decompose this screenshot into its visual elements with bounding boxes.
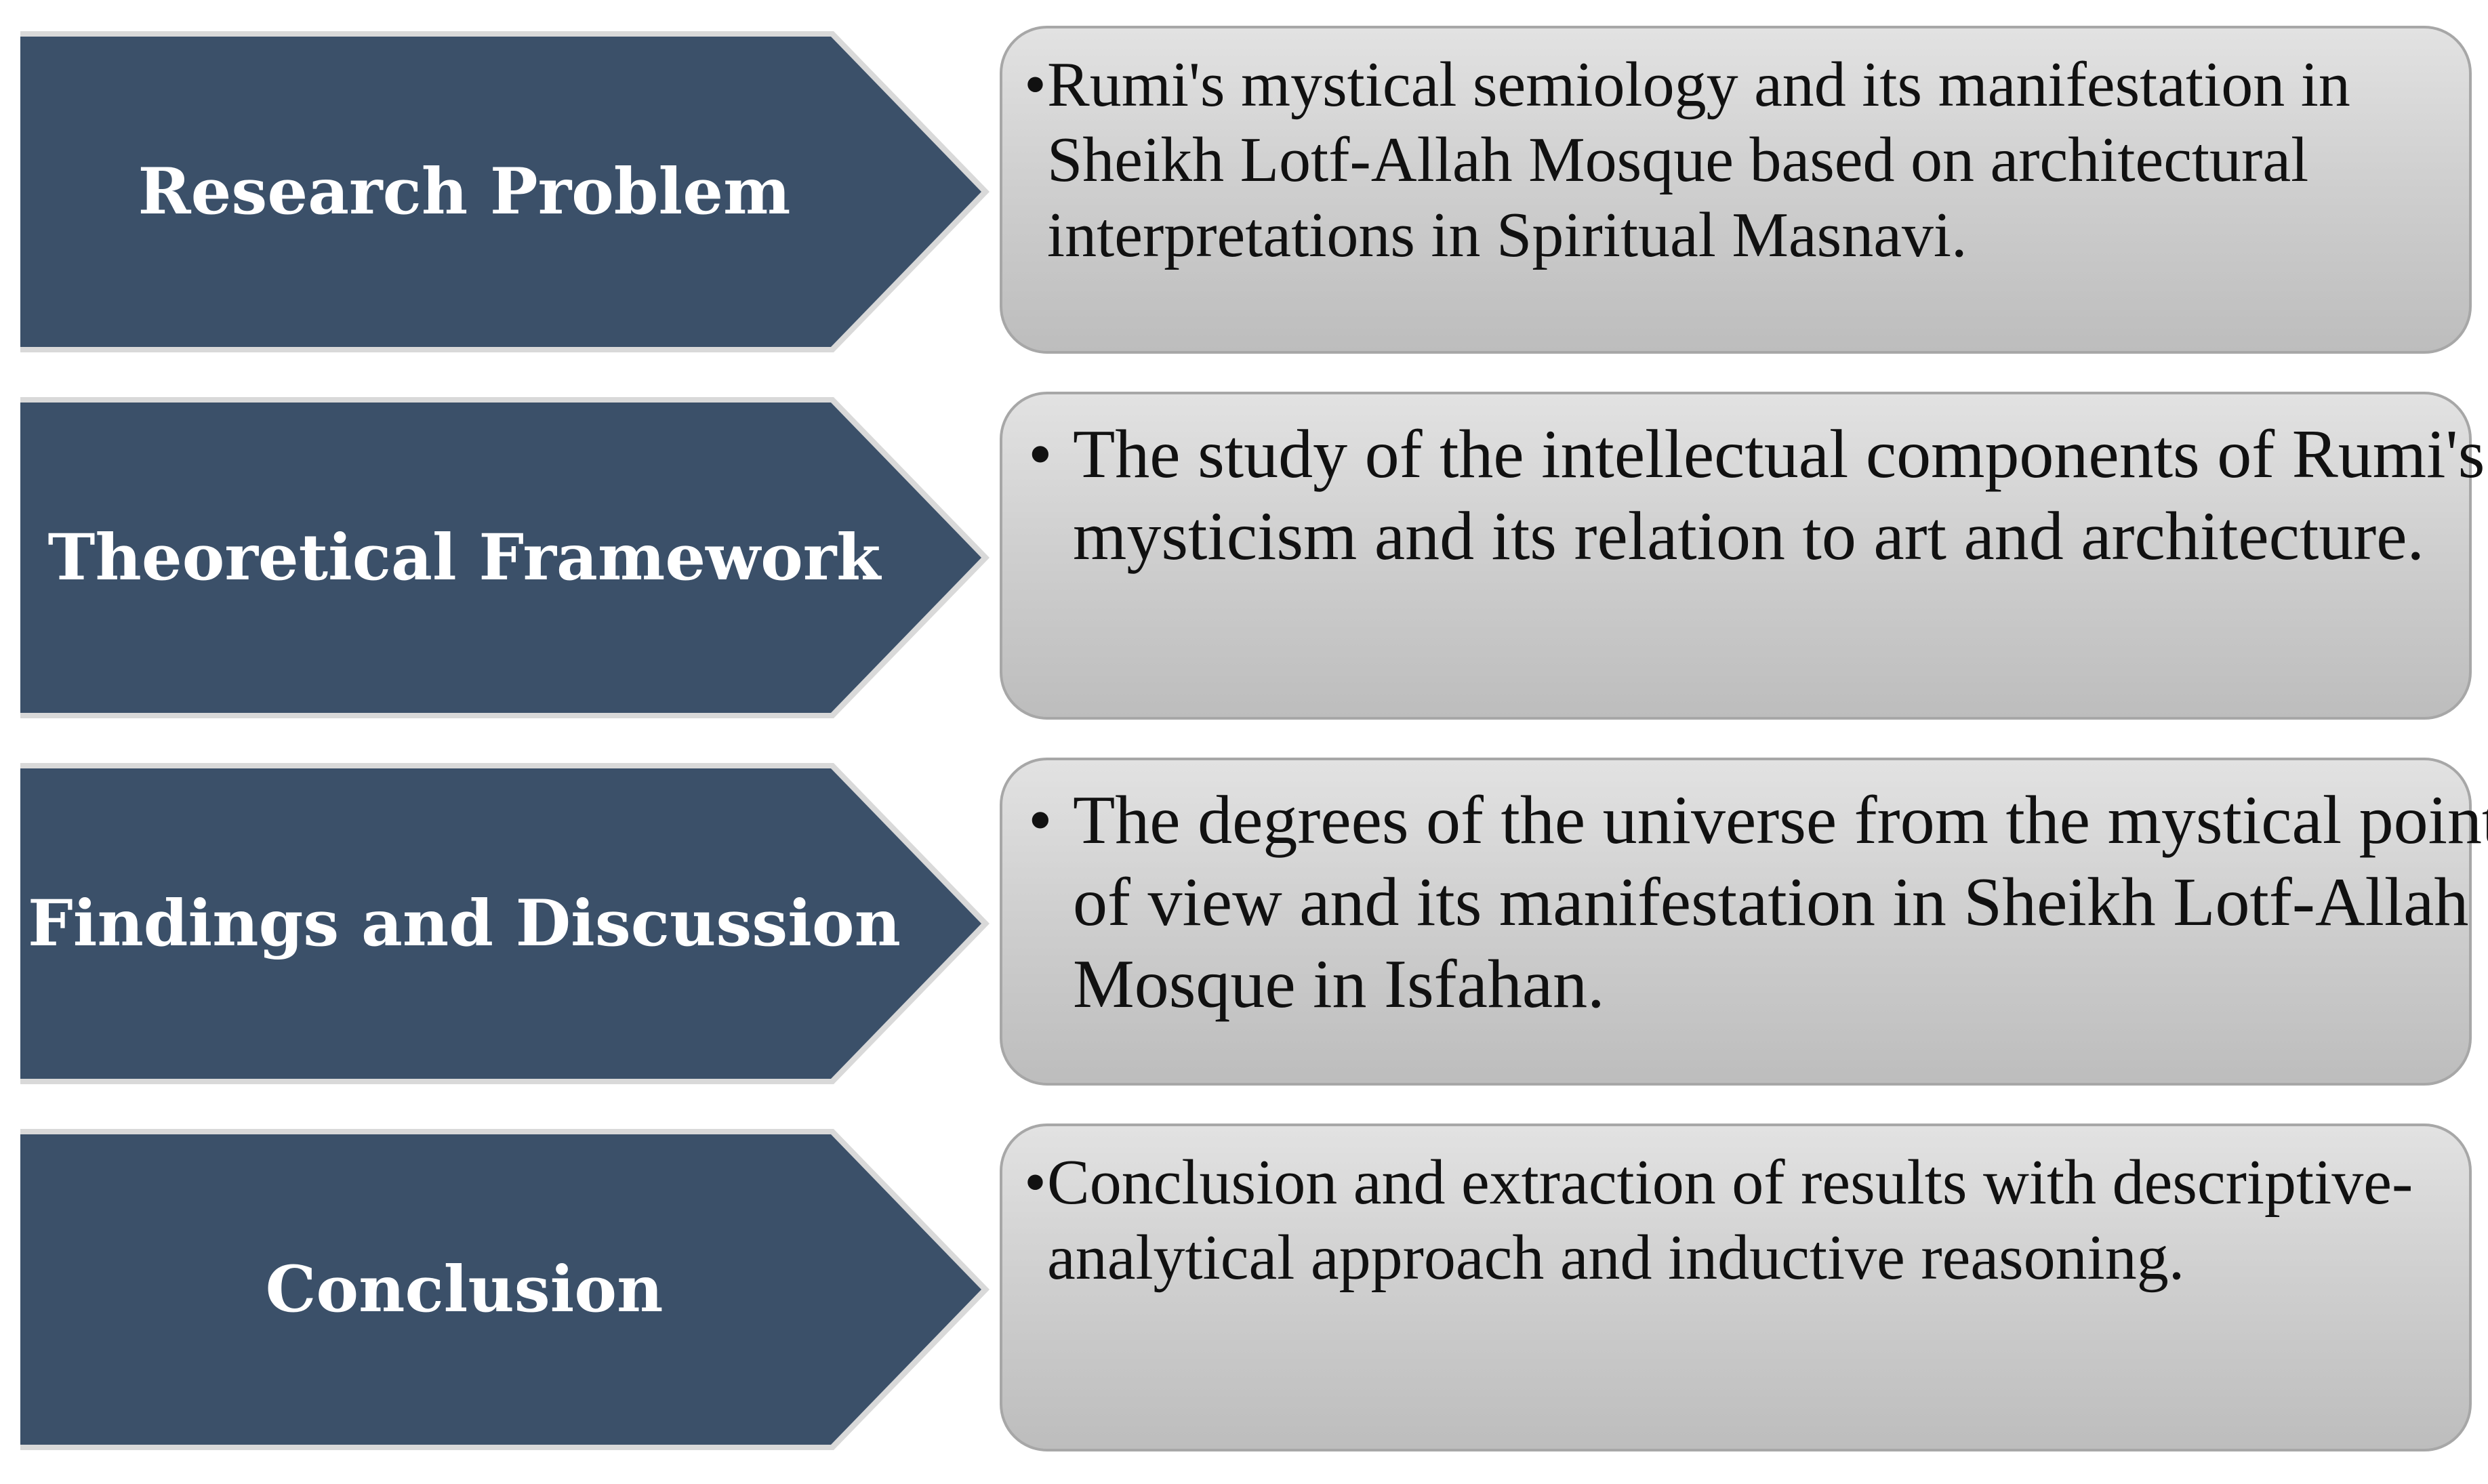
detail-box-theoretical-framework: • The study of the intellectual component… (1000, 392, 2485, 720)
stage-row-findings-and-discussion: Findings and Discussion • The degrees of … (0, 758, 2488, 1090)
chevron-shape (20, 763, 990, 1084)
stage-title: Findings and Discussion (28, 886, 901, 961)
detail-list-item: • The study of the intellectual component… (1028, 413, 2488, 577)
chevron-polygon (20, 403, 981, 713)
bullet: • (1024, 49, 1046, 120)
detail-list: • The study of the intellectual component… (1002, 394, 2485, 717)
chevron-polygon (20, 1134, 981, 1445)
chevron-polygon (20, 37, 981, 347)
stage-title: Research Problem (138, 154, 791, 229)
detail-text: The study of the intellectual components… (1073, 416, 2485, 575)
chevron-findings-and-discussion: Findings and Discussion (0, 758, 1003, 1090)
bullet: • (1028, 416, 1053, 493)
stage-title: Theoretical Framework (47, 520, 881, 595)
detail-text: Rumi's mystical semiology and its manife… (1047, 49, 2350, 270)
chevron-shape (20, 397, 990, 718)
detail-box-research-problem: •Rumi's mystical semiology and its manif… (1000, 26, 2472, 354)
detail-list-item: • The degrees of the universe from the my… (1028, 779, 2488, 1025)
bullet: • (1028, 782, 1053, 859)
chevron-research-problem: Research Problem (0, 26, 1003, 358)
chevron-conclusion: Conclusion (0, 1124, 1003, 1456)
detail-list-item: •Conclusion and extraction of results wi… (1024, 1145, 2477, 1296)
detail-list: •Rumi's mystical semiology and its manif… (1002, 28, 2469, 351)
stage-row-theoretical-framework: Theoretical Framework • The study of the … (0, 392, 2488, 724)
chevron-shape (20, 1129, 990, 1450)
detail-box-conclusion: •Conclusion and extraction of results wi… (1000, 1124, 2472, 1451)
bullet: • (1024, 1147, 1046, 1218)
chevron-shape (20, 31, 990, 352)
detail-box-findings-and-discussion: • The degrees of the universe from the my… (1000, 758, 2488, 1086)
stage-title: Conclusion (265, 1252, 664, 1327)
stage-row-conclusion: Conclusion •Conclusion and extraction of… (0, 1124, 2488, 1456)
detail-list-item: •Rumi's mystical semiology and its manif… (1024, 47, 2477, 273)
chevron-polygon (20, 768, 981, 1079)
detail-list: •Conclusion and extraction of results wi… (1002, 1126, 2469, 1449)
detail-text: Conclusion and extraction of results wit… (1047, 1147, 2413, 1293)
chevron-theoretical-framework: Theoretical Framework (0, 392, 1003, 724)
detail-list: • The degrees of the universe from the my… (1002, 760, 2488, 1083)
detail-text: The degrees of the universe from the mys… (1073, 782, 2488, 1023)
stage-row-research-problem: Research Problem •Rumi's mystical semiol… (0, 26, 2488, 358)
